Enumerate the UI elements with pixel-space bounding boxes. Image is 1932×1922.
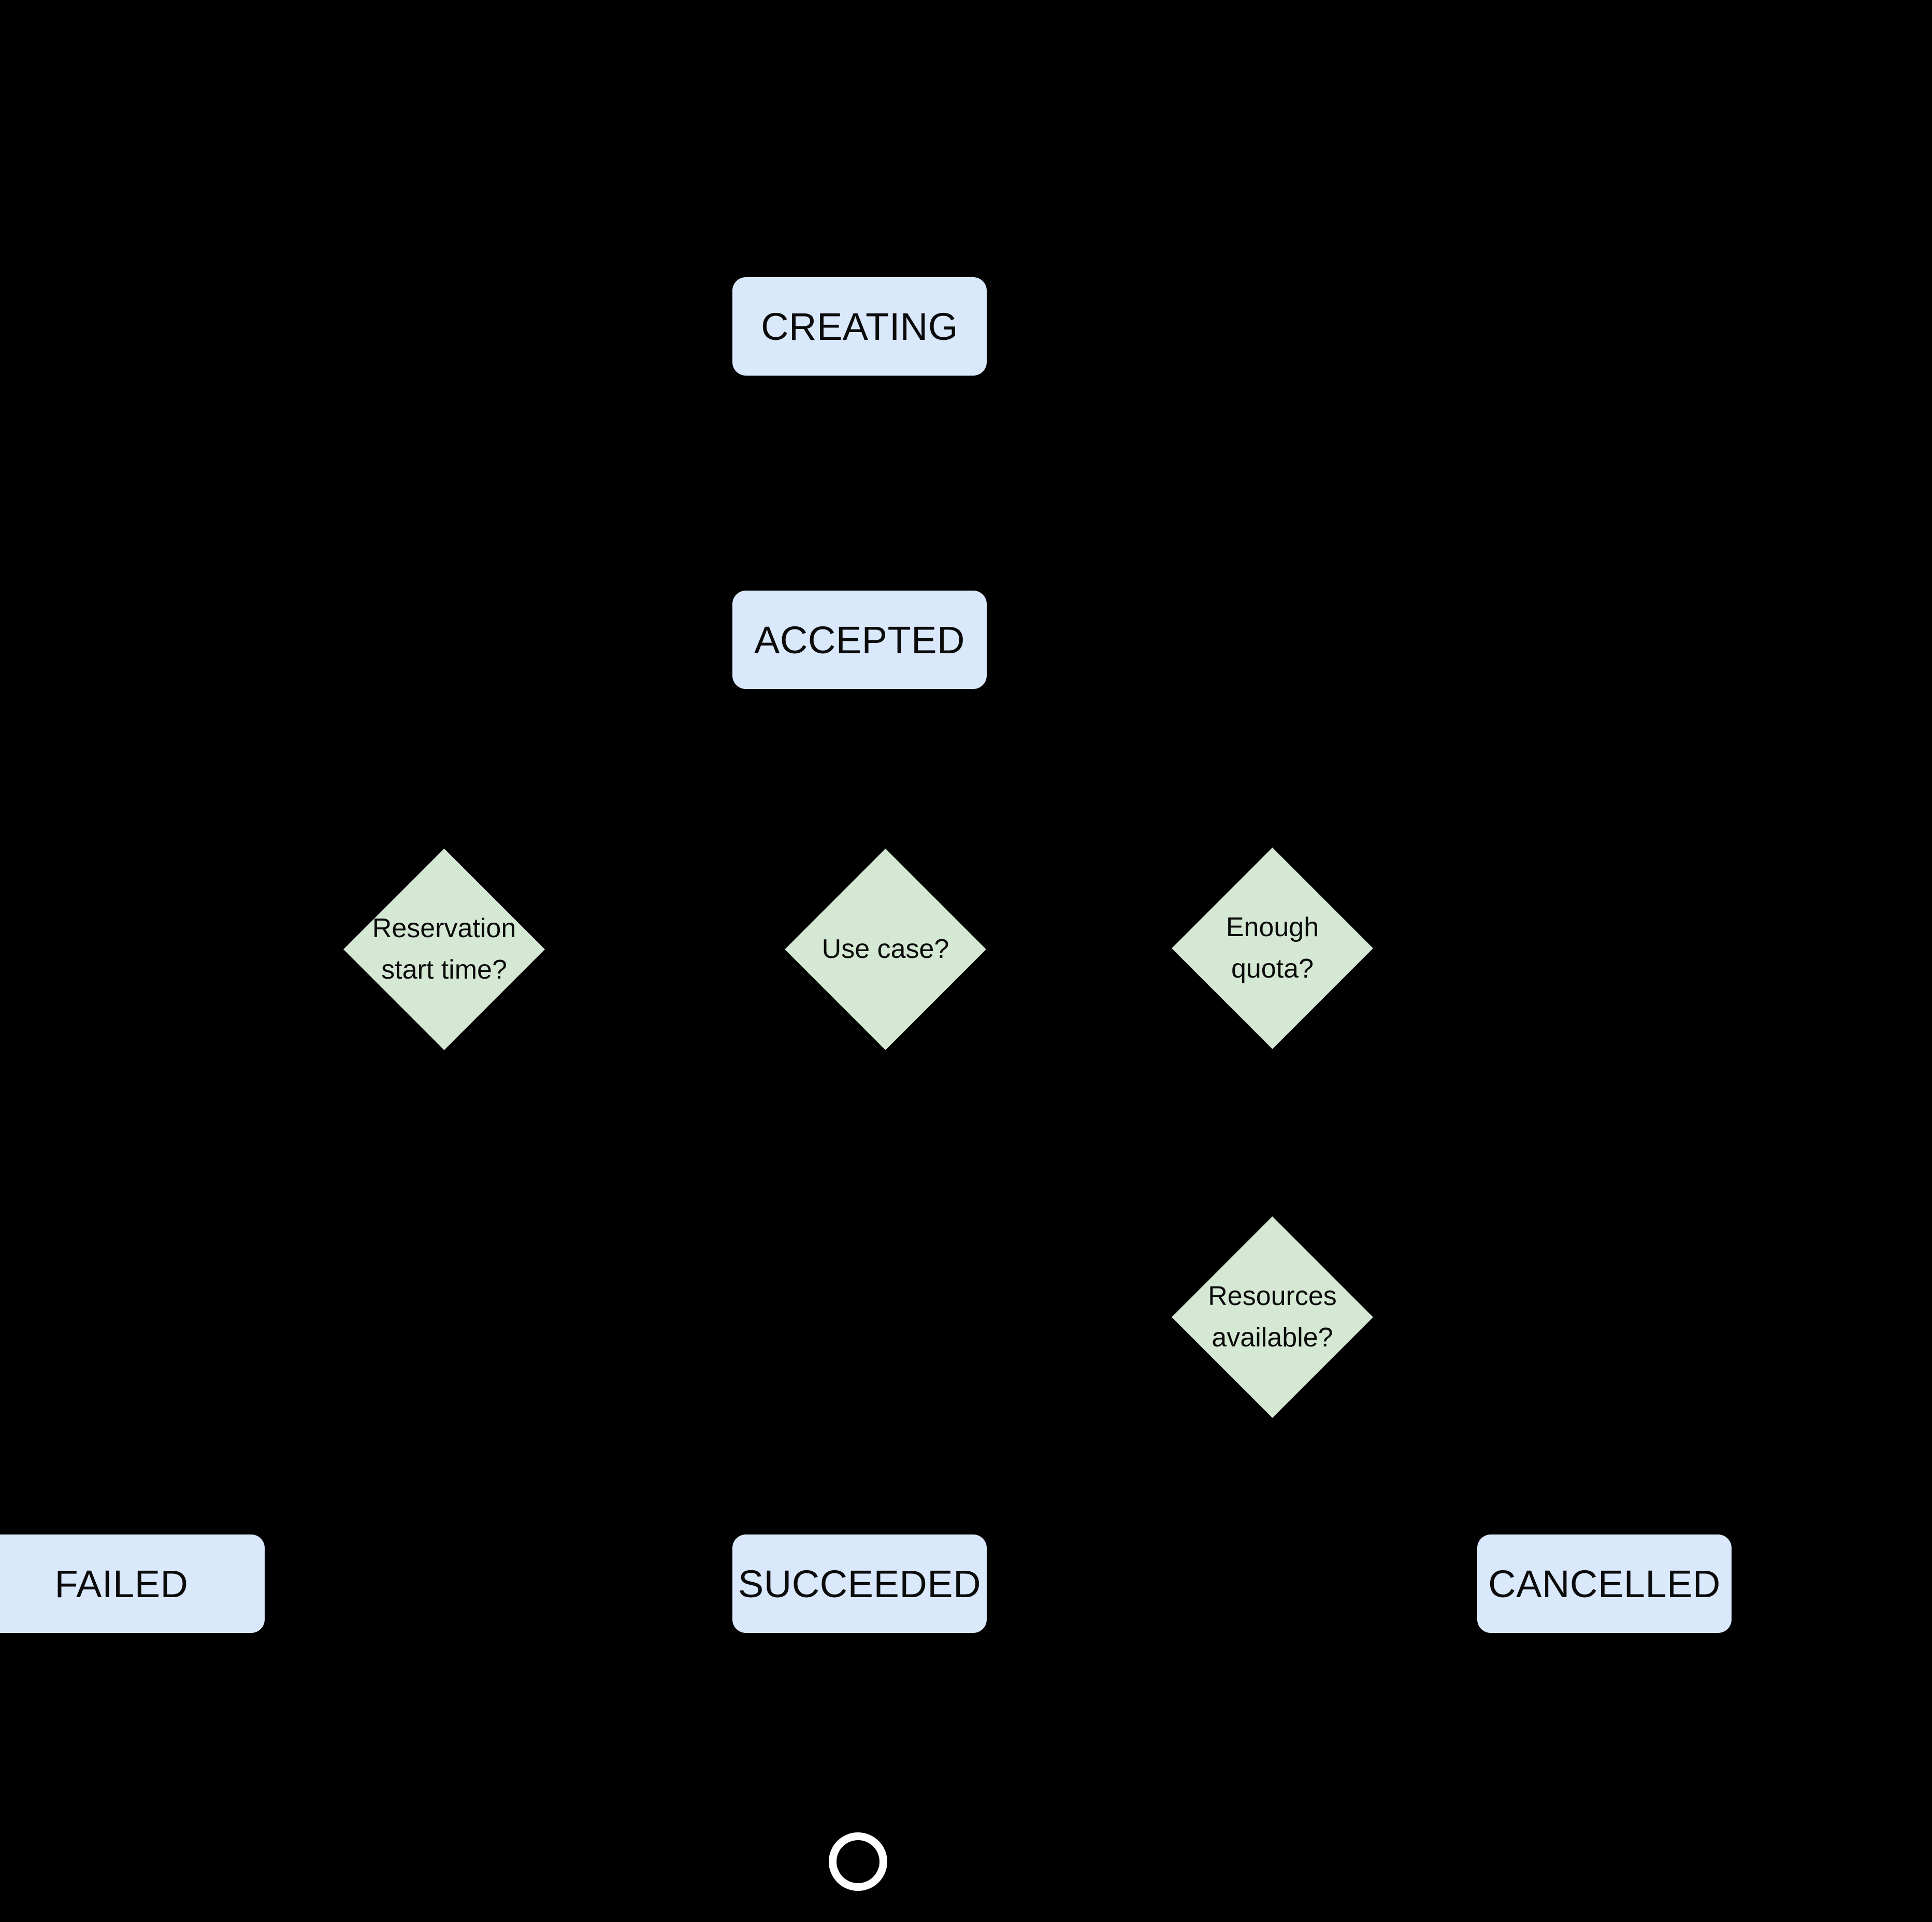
decision-label-enough-quota: Enough quota? <box>1172 848 1373 1049</box>
state-node-cancelled[interactable]: CANCELLED <box>1477 1534 1732 1633</box>
decision-line-1: Use case? <box>821 934 949 964</box>
state-label-creating: CREATING <box>761 305 958 348</box>
decision-label-resources-available: Resources available? <box>1172 1216 1373 1418</box>
decision-line-1: Enough <box>1225 912 1319 943</box>
state-label-cancelled: CANCELLED <box>1488 1562 1721 1605</box>
state-node-creating[interactable]: CREATING <box>732 277 987 376</box>
end-state-circle-icon <box>829 1832 887 1891</box>
state-node-succeeded[interactable]: SUCCEEDED <box>732 1534 987 1633</box>
decision-line-2: quota? <box>1231 953 1314 984</box>
decision-node-resources-available[interactable]: Resources available? <box>1171 1216 1373 1418</box>
state-label-succeeded: SUCCEEDED <box>738 1562 982 1605</box>
decision-node-enough-quota[interactable]: Enough quota? <box>1171 847 1373 1049</box>
decision-label-use-case: Use case? <box>785 849 986 1050</box>
state-label-accepted: ACCEPTED <box>754 618 965 662</box>
decision-line-1: Reservation <box>372 913 516 944</box>
decision-node-use-case[interactable]: Use case? <box>784 848 986 1050</box>
state-node-accepted[interactable]: ACCEPTED <box>732 591 987 689</box>
decision-node-reservation-start-time[interactable]: Reservation start time? <box>343 848 545 1050</box>
decision-line-1: Resources <box>1208 1281 1337 1312</box>
decision-line-2: available? <box>1212 1322 1333 1353</box>
decision-line-2: start time? <box>381 954 507 985</box>
state-node-failed[interactable]: FAILED <box>0 1534 265 1633</box>
decision-label-reservation-start-time: Reservation start time? <box>343 849 545 1050</box>
state-label-failed: FAILED <box>54 1562 189 1605</box>
